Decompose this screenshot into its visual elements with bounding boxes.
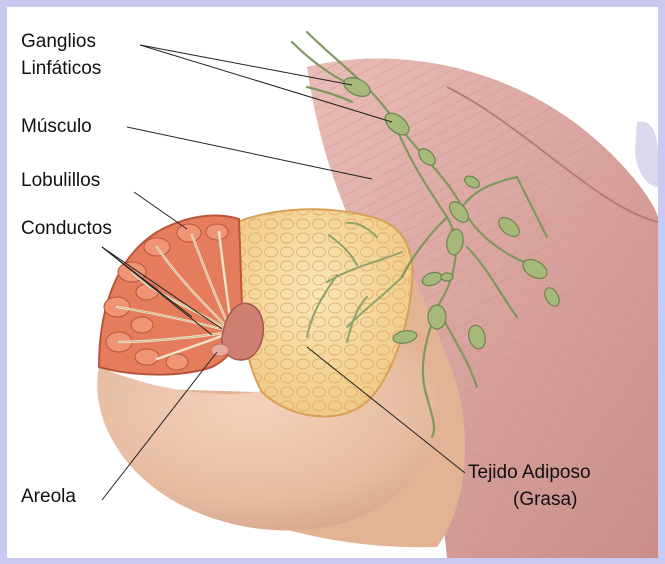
label-musculo: Músculo bbox=[21, 115, 92, 138]
label-ganglios-line1: Ganglios bbox=[21, 30, 96, 53]
label-tejido-line2: (Grasa) bbox=[513, 488, 577, 511]
label-conductos: Conductos bbox=[21, 217, 112, 240]
label-lobulillos: Lobulillos bbox=[21, 169, 100, 192]
label-tejido-line1: Tejido Adiposo bbox=[468, 461, 591, 484]
diagram-frame: Ganglios Linfáticos Músculo Lobulillos C… bbox=[7, 7, 658, 558]
label-ganglios-line2: Linfáticos bbox=[21, 57, 101, 80]
label-areola: Areola bbox=[21, 485, 76, 508]
